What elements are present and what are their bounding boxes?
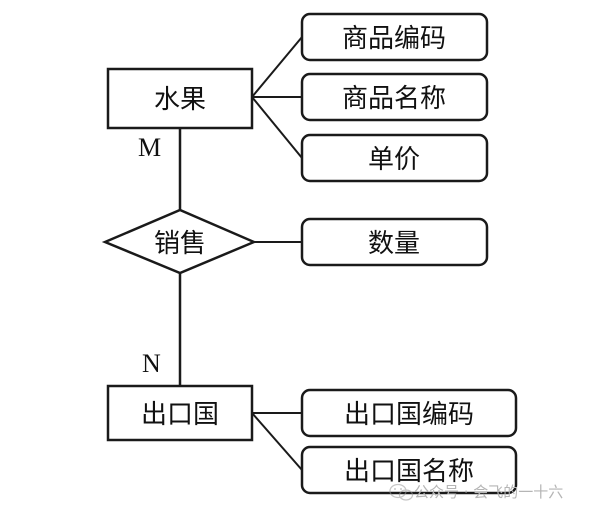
entity-fruit-label: 水果	[154, 85, 206, 115]
watermark-text: 公众号 · 会飞的一十六	[414, 483, 563, 501]
attr-label-product-name: 商品名称	[342, 84, 446, 114]
relationship-attributes: 数量	[300, 217, 489, 267]
connector-country-name	[251, 412, 303, 471]
relationship-sales-label: 销售	[154, 229, 206, 259]
relationship-sales-diamond	[101, 208, 258, 275]
attr-label-unit-price: 单价	[368, 145, 420, 175]
entity-fruit: 水果	[106, 67, 254, 130]
entity-fruit-box	[106, 67, 254, 130]
entity-country: 出口国	[106, 384, 254, 442]
attr-label-product-code: 商品编码	[342, 24, 446, 54]
attr-box-product-name	[300, 72, 489, 122]
cardinality-m: M	[138, 133, 161, 162]
cardinality-n: N	[142, 349, 161, 378]
attr-label-country-code: 出口国编码	[344, 400, 474, 430]
attr-box-unit-price	[300, 133, 489, 183]
attr-label-country-name: 出口国名称	[344, 457, 474, 487]
relationship-sales: 销售	[101, 208, 258, 275]
attr-box-country-name	[300, 445, 518, 495]
wechat-icon	[389, 483, 414, 501]
connector-fruit-price	[251, 96, 303, 159]
attr-label-quantity: 数量	[368, 229, 420, 259]
entity-country-label: 出口国	[141, 400, 219, 430]
connectors	[178, 36, 303, 471]
connector-fruit-code	[251, 36, 303, 98]
attr-box-country-code	[300, 388, 518, 438]
entity-country-box	[106, 384, 254, 442]
attr-box-product-code	[300, 12, 489, 62]
watermark: 公众号 · 会飞的一十六	[389, 483, 563, 501]
fruit-attributes: 商品编码 商品名称 单价	[300, 12, 489, 183]
country-attributes: 出口国编码 出口国名称	[300, 388, 518, 495]
attr-box-quantity	[300, 217, 489, 267]
